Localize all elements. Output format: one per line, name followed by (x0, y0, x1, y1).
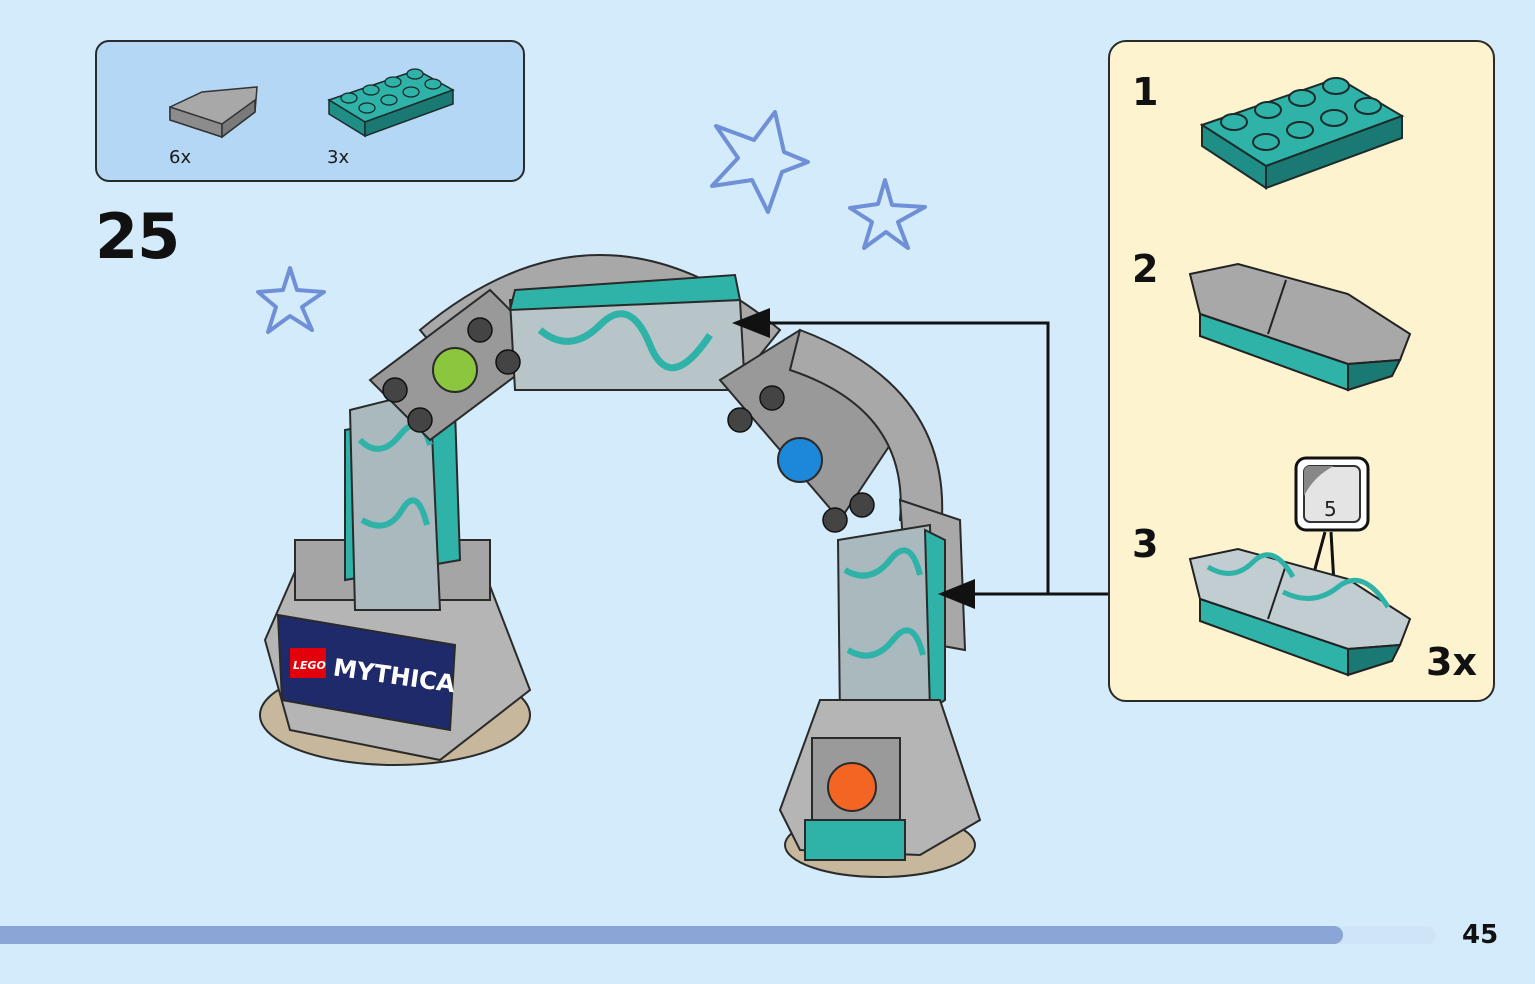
mythica-sign (276, 613, 457, 732)
right-pillar (778, 498, 982, 878)
orange-emblem-icon (827, 762, 877, 812)
arrow-icon (938, 579, 975, 609)
sub-assembly-box: 1 2 3 5 (1108, 40, 1495, 702)
step-number: 25 (95, 200, 180, 273)
sub-step-number-3: 3 (1132, 522, 1159, 566)
star-icon (256, 110, 927, 334)
sticker-number: 5 (1324, 497, 1337, 521)
callout-connector (770, 321, 1108, 596)
teal-plate-2x4-icon (1199, 76, 1405, 190)
green-emblem-icon (432, 347, 478, 393)
teal-plate-2x4-icon (327, 68, 455, 138)
part-qty-plate: 3x (327, 147, 350, 168)
part-qty-slope-tile: 6x (169, 147, 192, 168)
stud-group (382, 317, 875, 533)
sign-brand-text: LEGO (293, 659, 326, 672)
progress-bar (0, 926, 1436, 944)
sticker-callout: 5 (1294, 456, 1370, 532)
page-number: 45 (1462, 920, 1499, 950)
grey-slope-tile-icon (169, 86, 258, 139)
sub-step-number-1: 1 (1132, 70, 1159, 114)
arrow-icon (732, 308, 770, 338)
sub-step-number-2: 2 (1132, 247, 1159, 291)
parts-list-box: 6x 3x (95, 40, 525, 182)
grey-angled-tile-icon (1188, 262, 1412, 392)
blue-emblem-icon (777, 437, 823, 483)
sub-assembly-multiplier: 3x (1426, 640, 1477, 684)
printed-tile-assembly-icon (1188, 547, 1412, 677)
arch-top (368, 254, 944, 542)
progress-fill (0, 926, 1343, 944)
